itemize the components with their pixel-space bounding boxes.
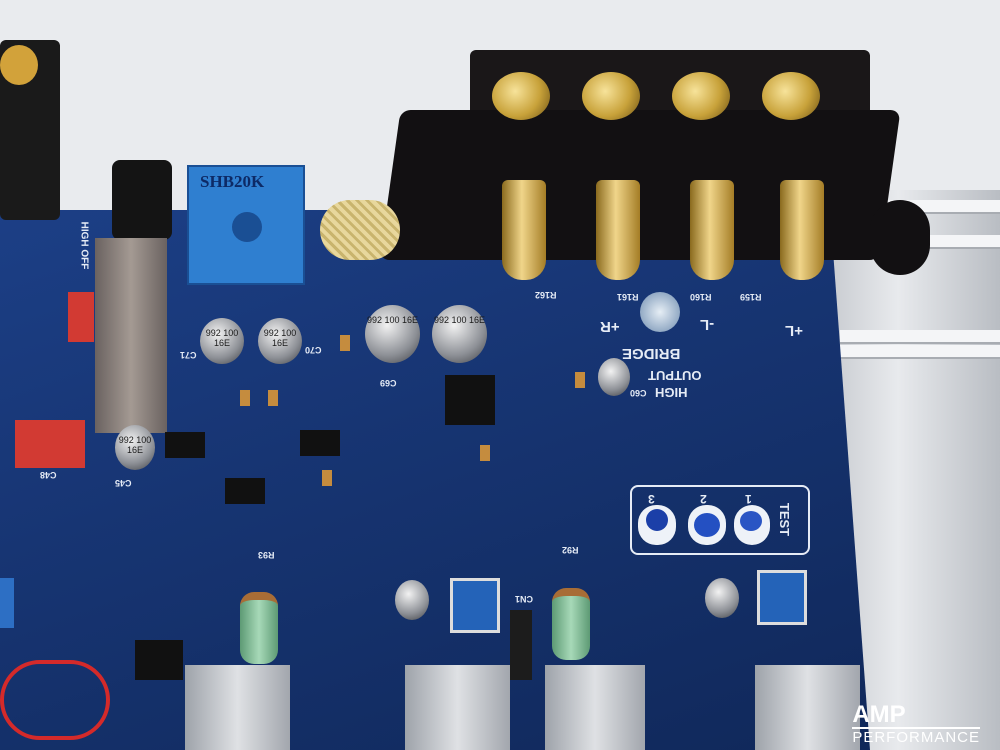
label-plus-r: +R <box>600 318 620 335</box>
capacitor-c69: 992 100 16E <box>365 305 420 363</box>
heatsink-tab <box>545 665 645 750</box>
terminal-lug <box>596 180 640 280</box>
smd-diode <box>340 335 350 351</box>
trimmer-knob[interactable] <box>232 212 262 242</box>
label-r161: R161 <box>617 292 639 302</box>
test-number-1: 1 <box>745 492 752 506</box>
smd-diode <box>480 445 490 461</box>
smd-diode <box>322 470 332 486</box>
power-resistor <box>240 592 278 664</box>
smd-diode <box>240 390 250 406</box>
label-r92: R92 <box>562 545 579 555</box>
test-label: TEST <box>777 502 793 537</box>
label-c70: C70 <box>305 345 322 355</box>
ic-chip <box>135 640 183 680</box>
heatsink-fin <box>840 345 1000 359</box>
trim-pot[interactable] <box>757 570 807 625</box>
capacitor <box>395 580 429 620</box>
label-c69: C69 <box>380 378 397 388</box>
test-pad-2[interactable] <box>688 505 726 545</box>
screw-icon <box>672 72 730 120</box>
test-pad-1[interactable] <box>734 505 770 545</box>
screw-icon <box>492 72 550 120</box>
trimmer-label: SHB20K <box>200 172 265 191</box>
terminal-mount-post <box>870 200 930 275</box>
capacitor-c71: 992 100 16E <box>200 318 244 364</box>
label-high: HIGH <box>655 385 688 400</box>
heatsink-tab <box>405 665 510 750</box>
coil-wire <box>320 200 400 260</box>
watermark-amp: AMP <box>852 703 980 729</box>
terminal-lug <box>502 180 546 280</box>
smd-diode <box>575 372 585 388</box>
ic-chip <box>445 375 495 425</box>
label-minus-l: -L <box>700 316 715 333</box>
screw-icon <box>582 72 640 120</box>
transistor <box>165 432 205 458</box>
label-bridge: BRIDGE <box>622 345 681 362</box>
trim-pot[interactable] <box>450 578 500 633</box>
label-plus-l: +L <box>785 322 803 339</box>
label-cn1: CN1 <box>515 594 534 604</box>
terminal-lug <box>780 180 824 280</box>
label-c45: C45 <box>115 478 132 488</box>
rca-gold-ring <box>0 45 38 85</box>
trim-pot[interactable] <box>0 578 14 628</box>
test-number-2: 2 <box>700 492 707 506</box>
capacitor: 992 100 16E <box>432 305 487 363</box>
switch-label-high: HIGH <box>78 221 90 247</box>
slide-switch[interactable] <box>95 238 167 433</box>
label-c60: C60 <box>630 388 647 398</box>
bridge-screw-icon <box>640 292 680 332</box>
smd-diode <box>268 390 278 406</box>
switch-label-off: OFF <box>78 249 90 270</box>
capacitor-c60 <box>598 358 630 396</box>
label-r162: R162 <box>535 290 557 300</box>
transistor <box>300 430 340 456</box>
red-capacitor <box>15 420 85 468</box>
label-r93: R93 <box>258 550 275 560</box>
capacitor <box>705 578 739 618</box>
label-output: OUTPUT <box>648 368 702 383</box>
power-resistor <box>552 588 590 660</box>
connector-cn1 <box>510 610 532 680</box>
terminal-lug <box>690 180 734 280</box>
screw-icon <box>762 72 820 120</box>
red-wire <box>0 660 110 740</box>
jack-housing <box>112 160 172 240</box>
capacitor-c45: 992 100 16E <box>115 425 155 470</box>
watermark-performance: PERFORMANCE <box>852 729 980 746</box>
label-r160: R160 <box>690 292 712 302</box>
red-capacitor <box>68 292 94 342</box>
heatsink-fin <box>840 330 1000 344</box>
test-pad-3[interactable] <box>638 505 676 545</box>
label-c71: C71 <box>180 350 197 360</box>
transistor <box>225 478 265 504</box>
label-r159: R159 <box>740 292 762 302</box>
heatsink-tab <box>755 665 860 750</box>
watermark-logo: AMP PERFORMANCE <box>852 703 980 746</box>
test-number-3: 3 <box>648 492 655 506</box>
heatsink-tab <box>185 665 290 750</box>
label-c48: C48 <box>40 470 57 480</box>
capacitor-c70: 992 100 16E <box>258 318 302 364</box>
test-panel <box>630 485 810 555</box>
